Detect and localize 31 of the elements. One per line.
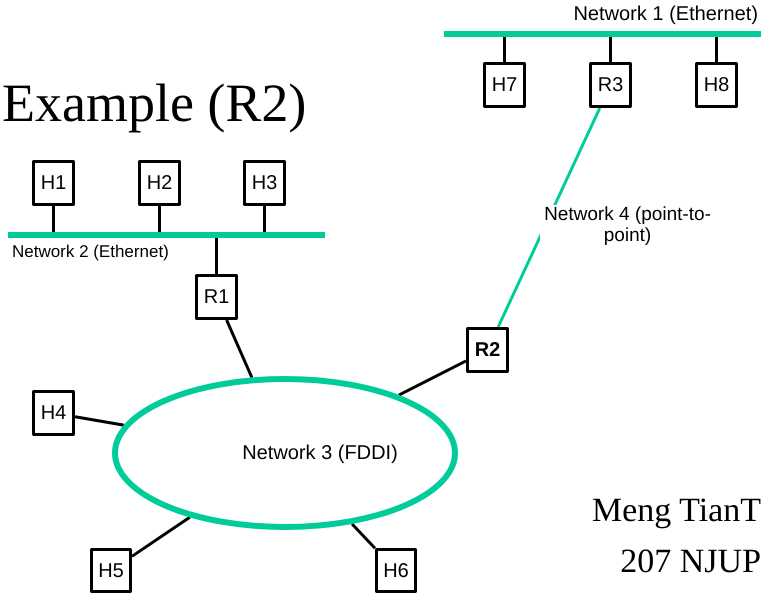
- host-box: H6: [375, 548, 417, 593]
- connection-line: [225, 319, 254, 378]
- connection-line: [503, 37, 506, 62]
- connection-line: [131, 516, 191, 558]
- network-label: Network 3 (FDDI): [242, 442, 398, 464]
- connection-line: [52, 206, 55, 232]
- ring-network-ellipse: [112, 376, 458, 530]
- router-box: R3: [589, 62, 632, 108]
- host-box: H3: [243, 160, 286, 206]
- connection-line: [715, 37, 718, 62]
- author-note: Meng TianT: [592, 494, 761, 528]
- connection-line: [158, 206, 161, 232]
- connection-line: [609, 37, 612, 62]
- host-box: H8: [695, 62, 738, 108]
- connection-line: [263, 206, 266, 232]
- host-box: H5: [90, 548, 132, 593]
- host-box: H4: [32, 390, 75, 436]
- connection-line: [74, 415, 124, 427]
- slide-title: Example (R2): [2, 76, 306, 130]
- network-label: Network 1 (Ethernet): [573, 3, 758, 25]
- connection-line: [350, 522, 376, 550]
- network-label: Network 2 (Ethernet): [12, 243, 169, 262]
- router-box: R2: [466, 327, 509, 373]
- author-note: 207 NJUP: [620, 545, 761, 579]
- connection-line: [215, 238, 218, 274]
- connection-line: [398, 360, 467, 396]
- point-to-point-link: [496, 107, 602, 328]
- host-box: H2: [138, 160, 181, 206]
- router-box: R1: [195, 274, 238, 320]
- host-box: H1: [32, 160, 75, 206]
- host-box: H7: [483, 62, 526, 108]
